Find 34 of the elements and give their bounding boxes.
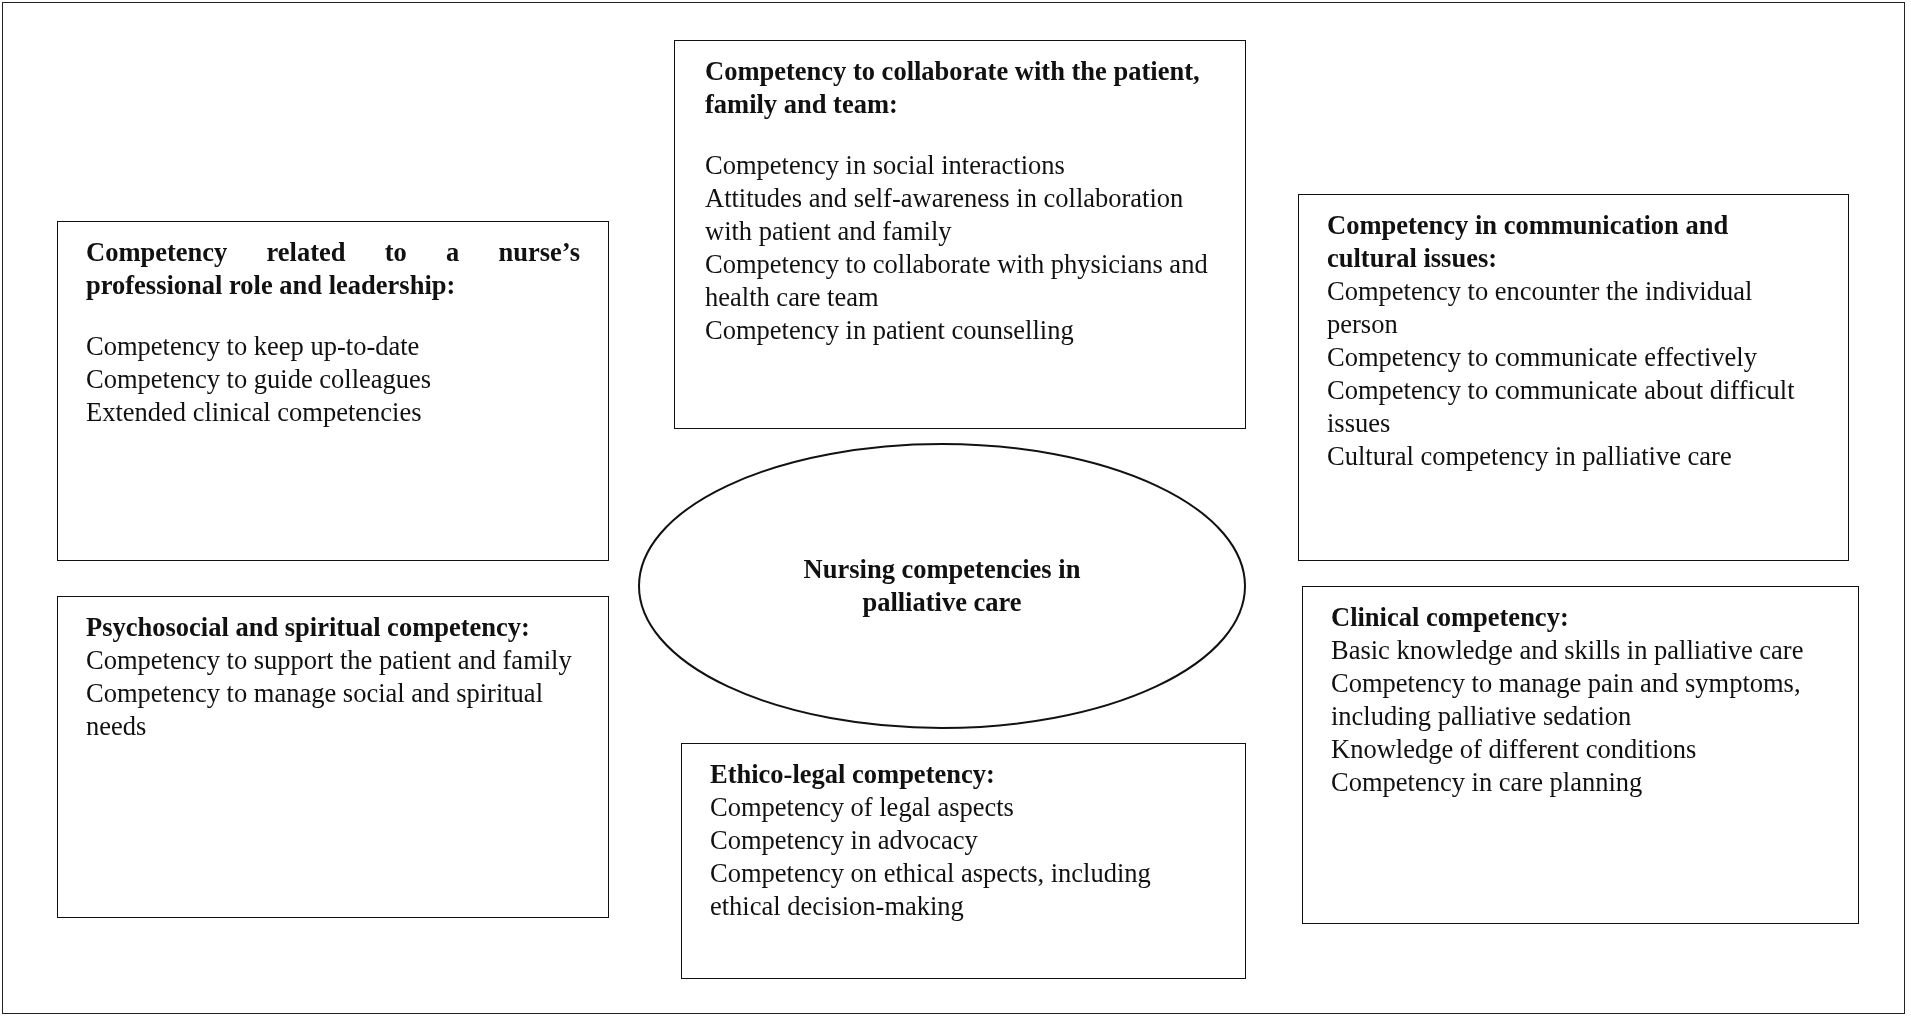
- box-heading: Competency to collaborate with the patient, family and team:: [705, 55, 1201, 121]
- box-heading: Psychosocial and spiritual competency:: [86, 611, 531, 644]
- competency-item: Competency in care planning: [1331, 766, 1644, 799]
- competency-box: [57, 221, 609, 561]
- competency-item: Competency in patient counselling: [705, 314, 1075, 347]
- competency-item: Competency to manage pain and symptoms, including palliative sedation: [1331, 667, 1802, 733]
- competency-item: Competency to keep up-to-date: [86, 330, 421, 363]
- competency-box: [674, 40, 1246, 429]
- competency-item: Competency to manage social and spiritual needs: [86, 677, 544, 743]
- competency-item: Competency to guide colleagues: [86, 363, 433, 396]
- competency-item: Cultural competency in palliative care: [1327, 440, 1733, 473]
- competency-item: Competency to support the patient and family: [86, 644, 573, 677]
- competency-box: [1302, 586, 1859, 924]
- box-heading: Competency in communication and cultural issues:: [1327, 209, 1730, 275]
- competency-item: Competency in advocacy: [710, 824, 979, 857]
- competency-item: Competency to encounter the individual person: [1327, 275, 1754, 341]
- center-ellipse: [637, 442, 1247, 730]
- box-heading: Clinical competency:: [1331, 601, 1570, 634]
- competency-item: Competency to communicate about difficult issues: [1327, 374, 1796, 440]
- competency-item: Knowledge of different conditions: [1331, 733, 1698, 766]
- competency-item: Competency to collaborate with physicians and health care team: [705, 248, 1209, 314]
- competency-box: [1298, 194, 1849, 561]
- competency-item: Attitudes and self-awareness in collaboration with patient and family: [705, 182, 1185, 248]
- competency-item: Basic knowledge and skills in palliative care: [1331, 634, 1805, 667]
- competency-item: Competency on ethical aspects, including ethical decision-making: [710, 857, 1152, 923]
- ellipse-label: Nursing competencies in palliative care: [802, 553, 1082, 619]
- competency-box: [681, 743, 1246, 979]
- competency-item: Competency of legal aspects: [710, 791, 1015, 824]
- competency-box: [57, 596, 609, 918]
- competency-item: Extended clinical competencies: [86, 396, 423, 429]
- box-heading: Ethico-legal competency:: [710, 758, 996, 791]
- competency-item: Competency in social interactions: [705, 149, 1066, 182]
- competency-item: Competency to communicate effectively: [1327, 341, 1758, 374]
- box-heading: Competency related to a nurse’s professional role and leadership:: [86, 236, 580, 302]
